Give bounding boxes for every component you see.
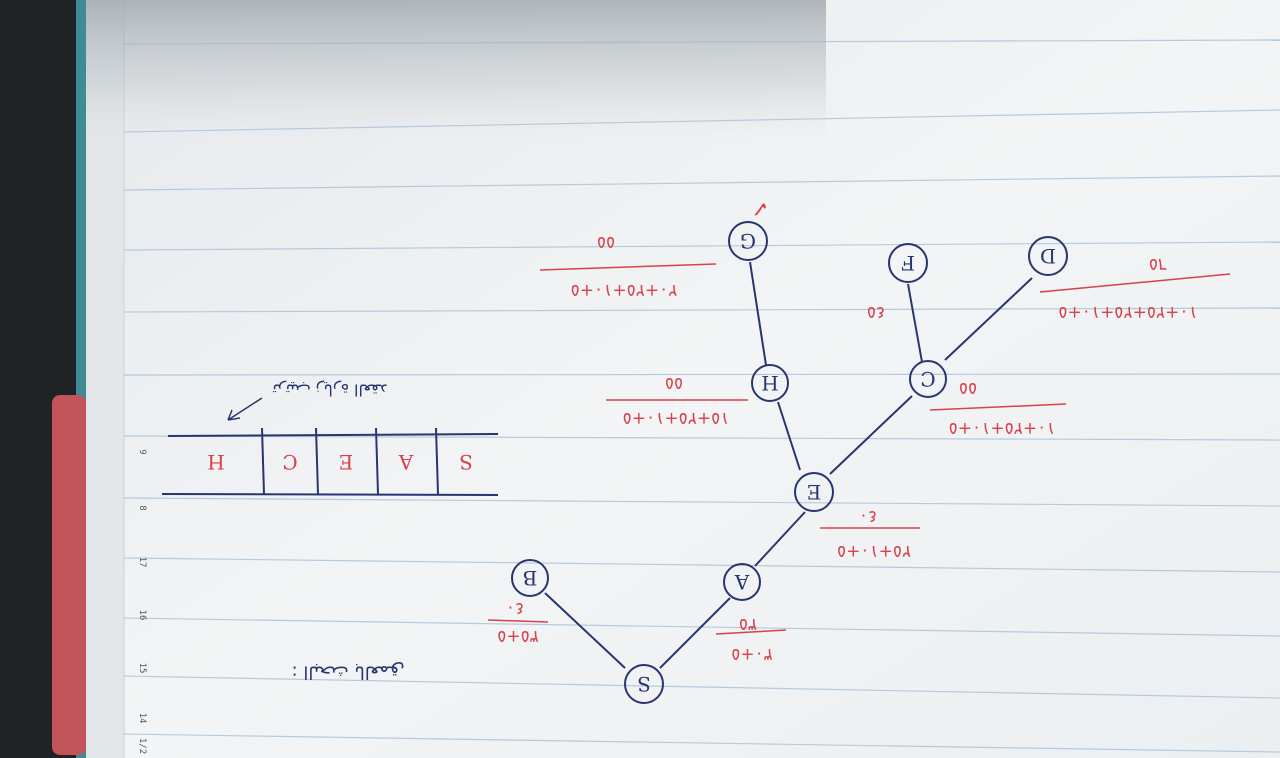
annotation-g: ٥٥ ٥+١٠+٢٥+٢٠ [539, 232, 717, 300]
annotation-e-bottom: ٥+١٠+٢٥ [837, 541, 911, 561]
edge-e-c [829, 395, 913, 475]
annotation-a-bottom: ٥+٣٠ [731, 644, 773, 664]
node-e: E [794, 472, 834, 512]
ruler-number: 16 [137, 610, 147, 621]
visit-order-caption: ترتيب زيارة العقد [272, 380, 387, 400]
ruler-number: 9 [137, 449, 147, 454]
annotation-f: ٤٥ [867, 302, 885, 322]
ruler-number: 8 [137, 505, 147, 510]
annotation-d-bottom: ٥+١٠+٢٥+٢٥+١٠ [1058, 302, 1197, 322]
node-d-label: D [1040, 244, 1056, 268]
annotation-c-bottom: ٥+١٠+٢٥+١٠ [949, 418, 1056, 438]
node-g-label: G [740, 229, 756, 253]
edge-s-b [544, 592, 626, 669]
ruler-number: 15 [137, 663, 147, 674]
annotation-c-top: ٥٥ [959, 378, 977, 398]
annotation-d: ٦٥ ٥+١٠+٢٥+٢٥+١٠ [1039, 254, 1231, 322]
node-h-label: H [761, 371, 778, 395]
ruler-number: 1/2 [137, 738, 147, 754]
node-b: B [511, 559, 549, 597]
annotation-g-bottom: ٥+١٠+٢٥+٢٠ [571, 280, 678, 300]
page-heading: البحث بالعمق : [292, 662, 405, 683]
visit-order-cell: A [398, 450, 414, 474]
phone-shadow [86, 0, 826, 140]
node-e-label: E [807, 480, 822, 504]
annotation-b-bottom: ٥+٣٥ [497, 626, 539, 646]
node-h: H [751, 364, 789, 402]
annotation-b-top: ٤٠ [506, 598, 524, 618]
node-a: A [723, 563, 761, 601]
node-s-label: S [637, 672, 651, 696]
visit-order-cell: C [282, 450, 297, 474]
goal-check-mark: ✓ [751, 196, 769, 221]
visit-order-cell: H [207, 450, 224, 474]
visit-order-cell: S [459, 450, 473, 474]
node-s: S [624, 664, 664, 704]
ruler-number: 14 [137, 713, 147, 724]
annotation-h-top: ٥٥ [665, 373, 683, 393]
annotation-a: ٣٥ ٥+٣٠ [715, 614, 787, 664]
edge-s-a [659, 597, 731, 669]
node-a-label: A [734, 570, 750, 594]
edge-h-g [749, 261, 767, 366]
red-tab [52, 395, 86, 755]
annotation-g-top: ٥٥ [597, 232, 615, 252]
annotation-d-top: ٦٥ [1149, 254, 1167, 274]
edge-e-h [777, 401, 801, 471]
tree-edges [544, 261, 1033, 669]
annotation-f-side: ٤٥ [867, 302, 885, 322]
node-d: D [1028, 236, 1068, 276]
node-b-label: B [523, 566, 538, 590]
visit-order-box [161, 427, 499, 496]
annotation-c: ٥٥ ٥+١٠+٢٥+١٠ [929, 378, 1067, 438]
node-c: C [909, 360, 947, 398]
node-f: F [888, 243, 928, 283]
visit-order-cell: E [339, 450, 354, 474]
node-f-label: F [901, 251, 915, 275]
annotation-h: ٥٥ ٥+١٠+٢٥+١٥ [606, 373, 748, 428]
node-g: G [728, 221, 768, 261]
ruler-number: 17 [137, 557, 147, 568]
node-c-label: C [920, 367, 935, 391]
annotation-h-bottom: ٥+١٠+٢٥+١٥ [623, 408, 730, 428]
annotation-e-top: ٤٠ [859, 506, 877, 526]
annotation-e: ٤٠ ٥+١٠+٢٥ [820, 506, 920, 561]
edge-a-e [754, 511, 806, 567]
annotation-a-top: ٣٥ [739, 614, 757, 634]
edge-c-d [944, 277, 1033, 361]
caption-arrow [227, 397, 263, 421]
annotation-b: ٤٠ ٥+٣٥ [487, 598, 549, 646]
edge-c-f [907, 283, 923, 363]
